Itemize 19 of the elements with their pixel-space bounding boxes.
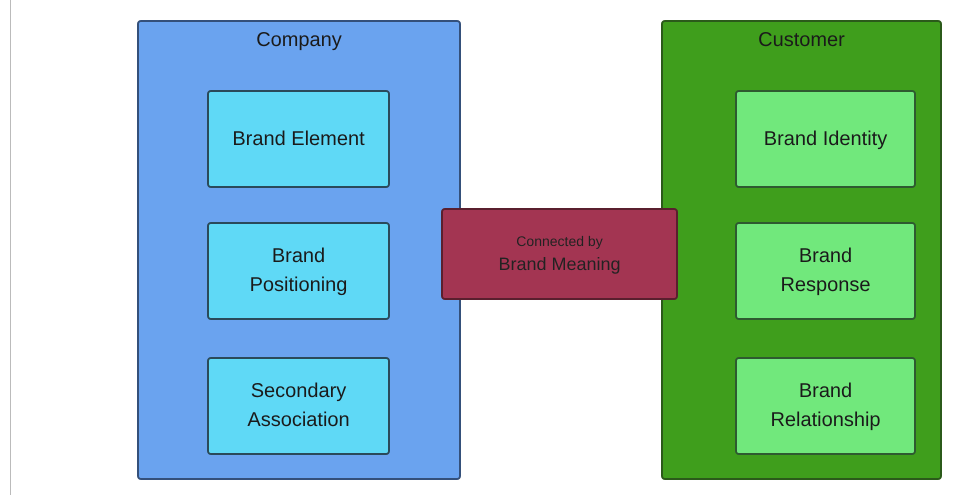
box-label: Brand Response — [779, 244, 872, 298]
concept-box — [735, 90, 916, 188]
box-label: Brand Element — [231, 126, 366, 152]
box-label: Brand Meaning — [497, 253, 622, 276]
group-panel — [661, 20, 942, 480]
box-label: Brand Positioning — [248, 244, 348, 298]
connector-box — [441, 208, 678, 300]
concept-box — [735, 222, 916, 320]
box-label: Connected by — [515, 232, 604, 251]
concept-box — [207, 357, 390, 455]
group-panel — [137, 20, 461, 480]
box-label: Brand Relationship — [769, 379, 882, 433]
concept-box — [207, 222, 390, 320]
concept-box — [207, 90, 390, 188]
concept-box — [735, 357, 916, 455]
box-label: Brand Identity — [762, 126, 888, 152]
box-label: Secondary Association — [246, 379, 351, 433]
group-title: Company — [255, 28, 343, 53]
group-title: Customer — [757, 28, 846, 53]
